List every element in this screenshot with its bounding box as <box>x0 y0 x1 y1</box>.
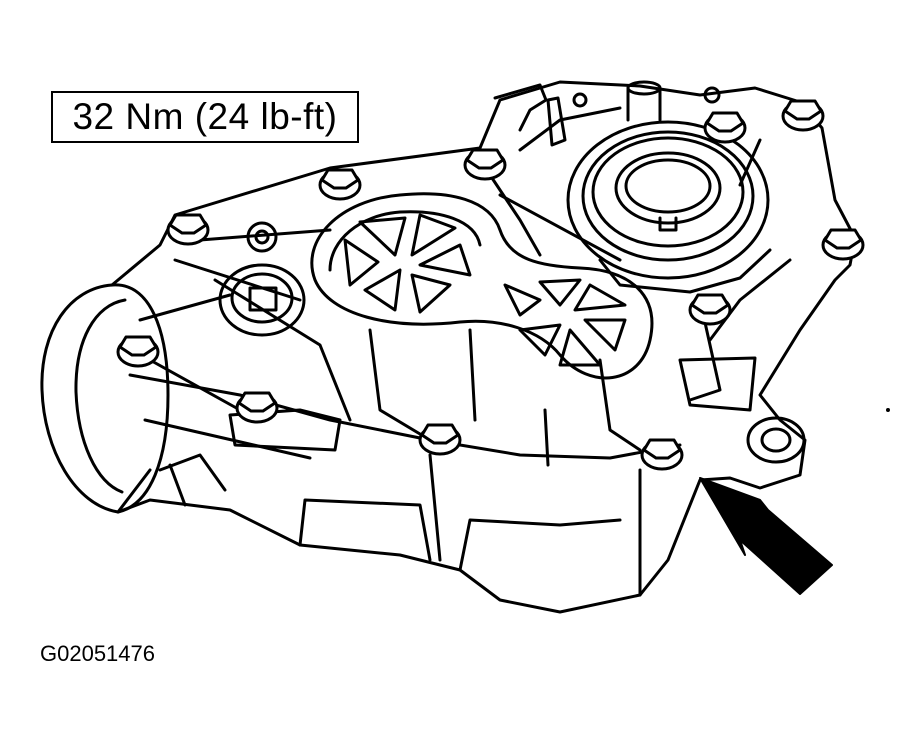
bolt-group <box>116 99 865 471</box>
figure-id-label: G02051476 <box>40 641 155 666</box>
inspection-cover <box>310 192 654 380</box>
case-ribs <box>138 138 792 467</box>
bolt-icon <box>235 391 279 424</box>
top-tabs <box>493 80 721 147</box>
bolt-icon <box>318 168 362 201</box>
bolt-icon <box>418 423 462 456</box>
bolt-icon <box>688 293 732 326</box>
marker-dot <box>886 408 890 412</box>
bolt-icon <box>463 148 507 181</box>
bolt-icon <box>640 438 684 471</box>
bolt-icon <box>166 213 210 246</box>
bearing-bore <box>518 106 772 294</box>
case-neck <box>40 283 170 514</box>
case-ports <box>246 221 806 464</box>
indicator-arrow-icon <box>699 477 833 595</box>
mount-tabs <box>228 356 757 452</box>
case-outline <box>110 80 857 614</box>
bolt-icon <box>821 228 865 261</box>
torque-spec-label: 32 Nm (24 lb-ft) <box>51 91 359 143</box>
bolt-icon <box>781 99 825 132</box>
square-drive-boss <box>218 263 306 337</box>
bolt-icon <box>116 335 160 368</box>
case-lower-body <box>116 373 682 597</box>
bolt-icon <box>703 111 747 144</box>
